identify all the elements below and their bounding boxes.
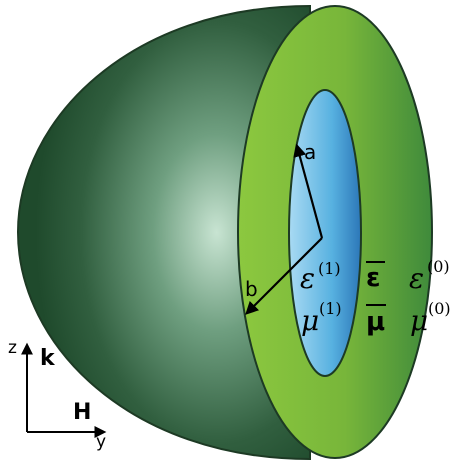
k-vector-label: k (40, 346, 56, 371)
core-sphere (288, 89, 362, 377)
z-axis-label: z (8, 338, 17, 358)
radius-b-arrow (245, 237, 323, 315)
eps1-symbol: ε (300, 262, 315, 295)
eps1-superscript: (1) (318, 259, 341, 278)
mu1-superscript: (1) (319, 299, 342, 318)
mu1-symbol: μ (301, 304, 319, 337)
mu0-superscript: (0) (428, 299, 451, 318)
mu-bar-symbol: μ (366, 307, 385, 337)
outer-hemisphere (16, 4, 311, 461)
radius-a-arrow (293, 143, 324, 239)
y-axis-label: y (96, 432, 106, 452)
label-a: a (304, 140, 316, 164)
mu0-symbol: μ (410, 304, 428, 337)
eps0-superscript: (0) (427, 257, 450, 276)
eps0-symbol: ε (409, 262, 424, 295)
eps-bar-symbol: ε (366, 263, 380, 293)
H-vector-label: H (73, 400, 91, 425)
label-b: b (245, 277, 258, 301)
